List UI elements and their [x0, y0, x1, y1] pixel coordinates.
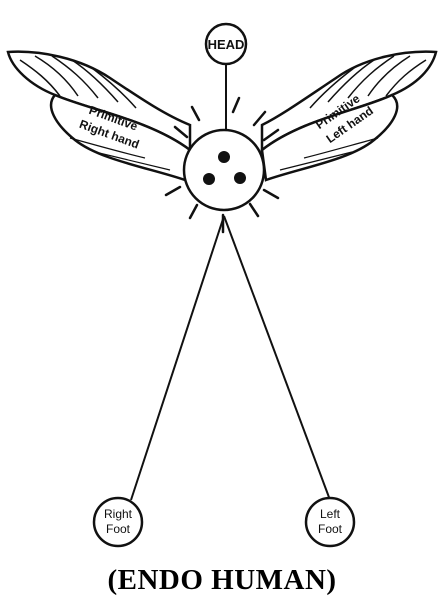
body-dot-top: [218, 151, 230, 163]
right-hand-wing: Primitive Right hand: [6, 50, 192, 182]
left-foot-label-line2: Foot: [318, 522, 343, 536]
right-foot-circle: [92, 496, 144, 548]
head-circle: [204, 22, 248, 66]
left-foot-circle: [304, 496, 356, 548]
diagram-caption: (ENDO HUMAN): [107, 564, 337, 596]
right-foot-label-line1: Right: [104, 507, 133, 521]
right-leg: [130, 215, 225, 501]
left-foot-label-line1: Left: [320, 507, 341, 521]
right-foot-label-line2: Foot: [106, 522, 131, 536]
left-hand-wing: Primitive Left hand: [260, 50, 438, 182]
left-leg: [223, 215, 331, 501]
body-circle: [182, 128, 266, 212]
body-dot-right: [234, 172, 246, 184]
head-label: HEAD: [208, 37, 245, 52]
radiating-rays: [164, 96, 280, 234]
body-dot-left: [203, 173, 215, 185]
